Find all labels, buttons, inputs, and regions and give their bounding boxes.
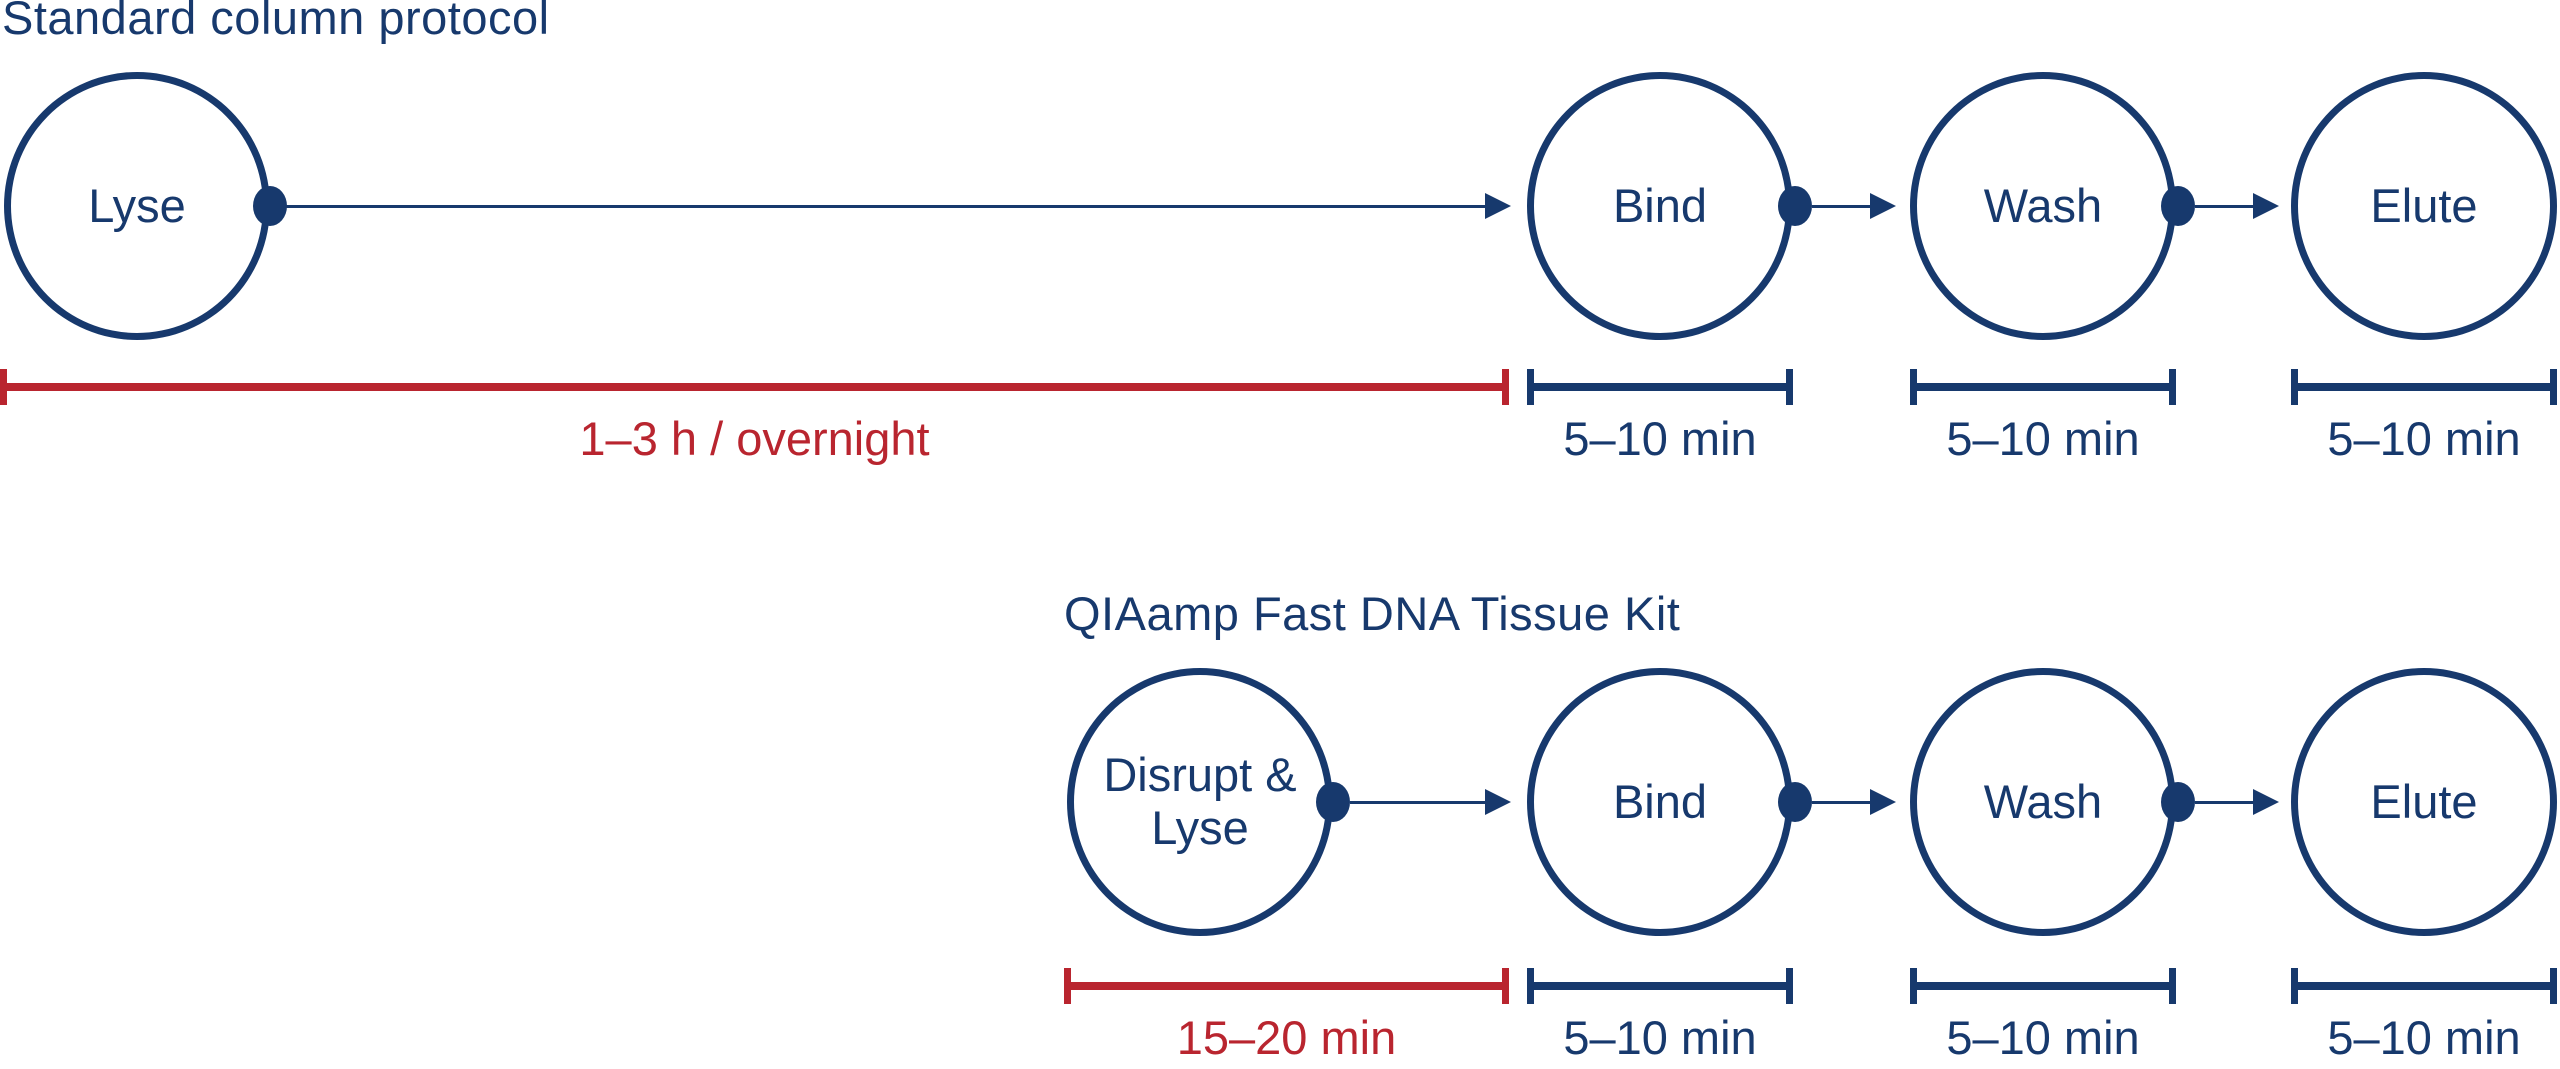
arrow-line	[286, 205, 1489, 208]
bracket-bar	[1527, 383, 1793, 391]
connector-dot-bind-bottom	[1778, 782, 1812, 822]
bracket-bar	[2291, 982, 2557, 990]
arrow-line	[1350, 801, 1489, 804]
step-node-elute-bottom: Elute	[2291, 668, 2557, 936]
duration-bracket-wash-bottom	[1910, 968, 2176, 1004]
duration-bracket-bind-bottom	[1527, 968, 1793, 1004]
flow-arrow-lyse-to-bind	[286, 193, 1511, 219]
flow-arrow-wash-to-elute-bottom	[2195, 789, 2279, 815]
duration-label-elute-bottom: 5–10 min	[2327, 1011, 2521, 1064]
arrow-head-icon	[1870, 789, 1896, 815]
arrow-head-icon	[1485, 789, 1511, 815]
bracket-bar	[1910, 982, 2176, 990]
arrow-head-icon	[1485, 193, 1511, 219]
step-node-wash-bottom: Wash	[1910, 668, 2176, 936]
bracket-bar	[0, 383, 1509, 391]
diagram-title-qiaamp-kit: QIAamp Fast DNA Tissue Kit	[1064, 587, 1681, 640]
arrow-line	[2195, 205, 2257, 208]
connector-dot-wash-top	[2161, 186, 2195, 226]
arrow-head-icon	[1870, 193, 1896, 219]
duration-bracket-elute-bottom	[2291, 968, 2557, 1004]
duration-label-bind-bottom: 5–10 min	[1563, 1011, 1757, 1064]
flow-arrow-wash-to-elute-top	[2195, 193, 2279, 219]
duration-bracket-elute-top	[2291, 369, 2557, 405]
bracket-bar	[1910, 383, 2176, 391]
diagram-title-standard-protocol: Standard column protocol	[2, 0, 550, 44]
connector-dot-disrupt-lyse	[1316, 782, 1350, 822]
step-label-elute-bottom: Elute	[2370, 774, 2478, 828]
arrow-head-icon	[2253, 789, 2279, 815]
connector-dot-lyse	[253, 186, 287, 226]
arrow-head-icon	[2253, 193, 2279, 219]
flow-arrow-bind-to-wash-top	[1812, 193, 1896, 219]
duration-bracket-disrupt-lyse	[1064, 968, 1509, 1004]
step-label-lyse: Lyse	[88, 178, 186, 232]
duration-bracket-lyse	[0, 369, 1509, 405]
arrow-line	[2195, 801, 2257, 804]
bracket-bar	[2291, 383, 2557, 391]
step-label-bind-bottom: Bind	[1612, 774, 1708, 828]
duration-label-bind-top: 5–10 min	[1563, 412, 1757, 465]
arrow-line	[1812, 801, 1874, 804]
step-node-lyse: Lyse	[4, 72, 270, 340]
step-label-wash-bottom: Wash	[1983, 774, 2103, 828]
connector-dot-wash-bottom	[2161, 782, 2195, 822]
step-label-elute-top: Elute	[2370, 178, 2478, 232]
step-label-bind-top: Bind	[1612, 178, 1708, 232]
duration-label-disrupt-lyse: 15–20 min	[1176, 1011, 1397, 1064]
step-node-bind-top: Bind	[1527, 72, 1793, 340]
connector-dot-bind-top	[1778, 186, 1812, 226]
step-node-bind-bottom: Bind	[1527, 668, 1793, 936]
duration-label-wash-bottom: 5–10 min	[1946, 1011, 2140, 1064]
flow-arrow-disrupt-to-bind	[1350, 789, 1511, 815]
duration-bracket-wash-top	[1910, 369, 2176, 405]
duration-bracket-bind-top	[1527, 369, 1793, 405]
arrow-line	[1812, 205, 1874, 208]
step-node-disrupt-lyse: Disrupt & Lyse	[1067, 668, 1333, 936]
step-label-wash-top: Wash	[1983, 178, 2103, 232]
bracket-bar	[1064, 982, 1509, 990]
duration-label-wash-top: 5–10 min	[1946, 412, 2140, 465]
duration-label-elute-top: 5–10 min	[2327, 412, 2521, 465]
duration-label-lyse: 1–3 h / overnight	[579, 412, 930, 465]
step-node-elute-top: Elute	[2291, 72, 2557, 340]
step-label-disrupt-lyse: Disrupt & Lyse	[1103, 748, 1297, 854]
step-node-wash-top: Wash	[1910, 72, 2176, 340]
flow-arrow-bind-to-wash-bottom	[1812, 789, 1896, 815]
bracket-bar	[1527, 982, 1793, 990]
